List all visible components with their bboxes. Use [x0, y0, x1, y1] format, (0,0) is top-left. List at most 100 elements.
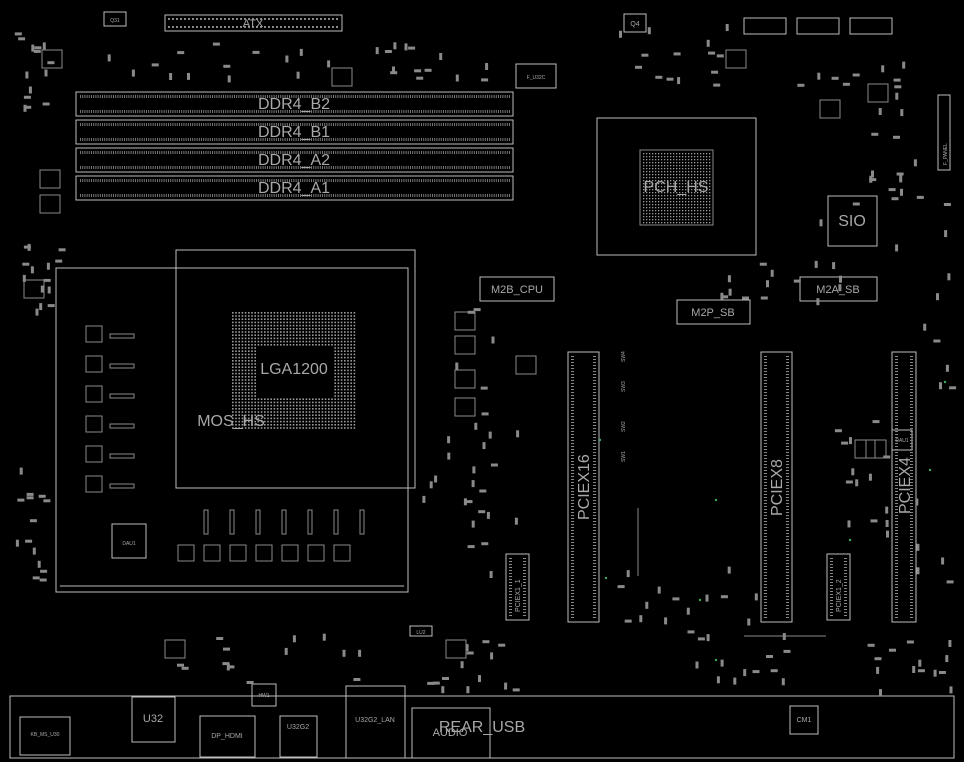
dimm-pin [478, 95, 480, 98]
dimm-pin [198, 166, 200, 169]
ic-footprint [867, 83, 889, 103]
pch-ball [706, 180, 708, 182]
dimm-pin [139, 95, 141, 98]
socket-pin [238, 404, 240, 407]
socket-pin [276, 337, 279, 340]
socket-pin [302, 408, 304, 410]
socket-pin [350, 315, 352, 317]
pch-ball [661, 159, 663, 161]
pcie-pin [844, 588, 847, 589]
pch-ball [667, 210, 669, 212]
dimm-pin [460, 123, 462, 126]
dimm-pin [258, 194, 260, 197]
socket-pin [334, 324, 336, 327]
dimm-pin [220, 166, 222, 169]
dimm-pin [198, 151, 200, 154]
pcie-pin [786, 500, 789, 501]
dimm-pin [242, 138, 244, 141]
dimm-pin [280, 123, 282, 126]
pcie-pin [764, 473, 767, 474]
pcie-pin [844, 585, 847, 586]
dimm-pin [121, 194, 123, 197]
socket-pin [280, 328, 282, 330]
dimm-pin [493, 95, 495, 98]
pcie-pin [830, 582, 833, 583]
dimm-pin [130, 110, 132, 113]
m2p-sb-label: M2P_SB [691, 307, 734, 319]
dimm-pin [256, 123, 257, 126]
smd-part [759, 262, 767, 266]
pcie-pin [895, 575, 898, 576]
pch-ball [706, 219, 708, 221]
socket-pin [241, 340, 244, 343]
pcie-pin [571, 476, 574, 477]
socket-pin [344, 414, 346, 416]
pcie-pin [764, 434, 767, 435]
dimm-pin [330, 110, 332, 113]
dimm-pin [99, 138, 101, 141]
dimm-pin [148, 110, 150, 113]
dimm-pin [143, 138, 145, 141]
dimm-pin [434, 110, 436, 113]
dimm-pin [440, 110, 442, 113]
socket-pin [251, 315, 253, 317]
dimm-pin [313, 110, 315, 113]
socket-pin [244, 347, 247, 349]
dimm-pin [484, 166, 486, 169]
pch-ball [661, 192, 663, 194]
pcie-pin [764, 416, 767, 417]
pch-ball [703, 183, 705, 185]
socket-pin [289, 417, 292, 420]
pcie-pin [571, 572, 574, 573]
pch-ball [649, 207, 651, 209]
socket-pin [264, 312, 266, 314]
pcie-pin [895, 512, 898, 513]
dimm-pin [251, 95, 253, 98]
socket-pin [334, 404, 336, 407]
socket-pin [235, 331, 237, 333]
pcie-pin [895, 614, 898, 615]
pcie-pin [844, 615, 847, 616]
dimm-pin [410, 110, 411, 113]
socket-pin [241, 366, 244, 368]
socket-pin [267, 427, 269, 429]
dimm-pin [443, 138, 444, 141]
pch-ball [700, 186, 702, 188]
socket-pin [315, 404, 317, 407]
socket-pin [241, 392, 244, 394]
pcie-pin [895, 581, 898, 582]
pcie-pin [571, 455, 574, 456]
socket-pin [260, 414, 263, 416]
dimm-pin [141, 194, 143, 197]
pch-ball [670, 204, 672, 206]
socket-pin [344, 408, 346, 410]
socket-pin [248, 315, 250, 317]
dimm-pin [93, 194, 95, 197]
dimm-pin [143, 179, 145, 182]
pcie-pin [764, 488, 767, 489]
smd-part [949, 386, 957, 390]
ic-footprint [819, 99, 841, 119]
socket-pin [238, 372, 240, 375]
dimm-pin [146, 95, 147, 98]
dimm-pin [223, 151, 224, 154]
socket-pin [334, 414, 336, 416]
dimm-pin [231, 194, 233, 197]
pcie-pin [786, 470, 789, 471]
pch-ball [688, 174, 690, 176]
pcie-pin [571, 539, 574, 540]
dimm-pin [383, 138, 385, 141]
pcie-pin [593, 485, 596, 486]
dimm-pin [238, 166, 240, 169]
dimm-pin [432, 123, 433, 126]
pch-ball [706, 171, 708, 173]
pcie-pin [844, 600, 847, 601]
pch-ball [658, 171, 660, 173]
socket-pin [238, 318, 240, 320]
atx-pin [268, 26, 270, 28]
pcie-pin [764, 437, 767, 438]
socket-pin [318, 420, 320, 423]
pch-ball [706, 159, 708, 161]
dimm-pin [348, 166, 350, 169]
socket-pin [292, 344, 295, 346]
